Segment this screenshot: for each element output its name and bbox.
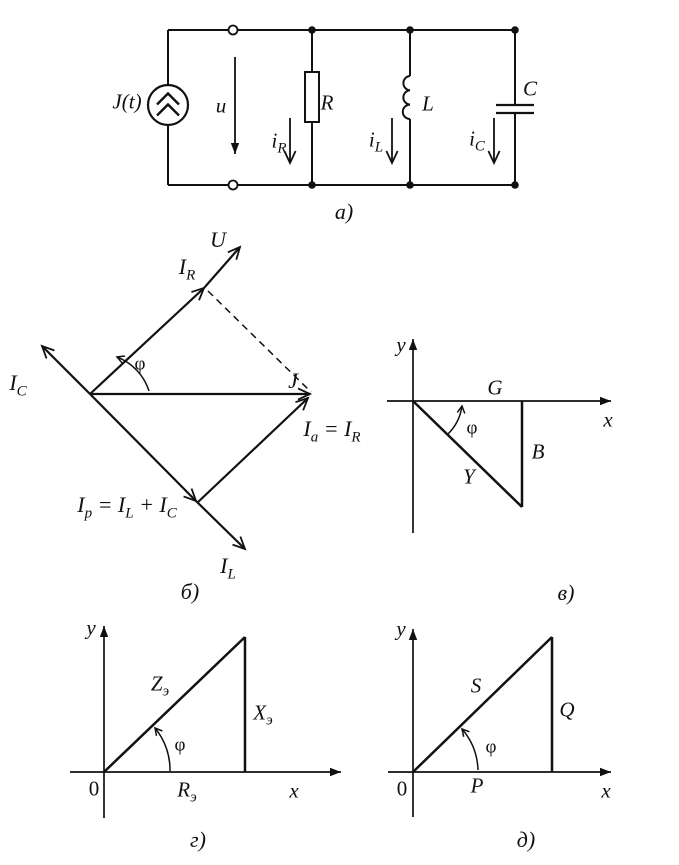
caption-b: б)	[180, 579, 200, 604]
hypotenuse-y	[412, 400, 523, 508]
impedance-x-axis-label: x	[289, 778, 299, 803]
admittance-x-axis-label: x	[603, 407, 613, 432]
terminal-top	[227, 24, 239, 36]
resistor-label: R	[320, 90, 334, 115]
impedance-phi-label: φ	[174, 734, 186, 756]
current-ir-label: iR	[271, 128, 287, 157]
impedance-origin-label: 0	[88, 776, 100, 801]
circuit-diagram	[146, 24, 534, 191]
capacitor-label: C	[522, 76, 538, 101]
active-power-label: P	[470, 773, 484, 798]
impedance-x-side-label: Xэ	[253, 700, 273, 729]
phi-angle-arc	[447, 404, 466, 435]
phasor-ic-label: IC	[9, 370, 27, 400]
power-x-axis-label: x	[601, 778, 611, 803]
current-il-label: iL	[368, 127, 384, 156]
power-triangle-diagram	[388, 629, 611, 817]
phasor-u-label: U	[210, 227, 226, 252]
apparent-power-label: S	[470, 673, 482, 698]
voltage-label: u	[215, 93, 227, 118]
admittance-triangle-diagram	[387, 339, 611, 533]
phasor-il-label: IL	[220, 553, 236, 583]
current-ic-label: iC	[469, 126, 485, 155]
vector-ic	[40, 344, 91, 395]
impedance-y-axis-label: y	[86, 615, 96, 640]
phi-angle-arc	[154, 726, 171, 772]
terminal-bottom	[227, 179, 239, 191]
junction-dots	[308, 26, 519, 189]
conductance-label: G	[487, 375, 503, 400]
susceptance-label: B	[531, 439, 545, 464]
hypotenuse-z	[103, 636, 246, 773]
hypotenuse-s	[412, 636, 553, 773]
phasor-j-label: J	[288, 368, 298, 393]
impedance-r-side-label: Rэ	[177, 777, 197, 806]
inductor-label: L	[422, 91, 434, 116]
phasor-ia-label: Ia = IR	[303, 416, 361, 446]
construction-dashed-line	[207, 290, 312, 393]
admittance-phi-label: φ	[466, 417, 478, 439]
caption-d: д)	[516, 827, 536, 852]
vector-u-inner	[89, 286, 206, 395]
power-origin-label: 0	[396, 776, 408, 801]
power-y-axis-label: y	[396, 616, 406, 641]
vector-ip	[89, 393, 198, 503]
phasor-diagram	[40, 245, 313, 551]
vector-u-outer	[203, 245, 242, 289]
power-phi-label: φ	[485, 736, 497, 758]
phasor-ir-label: IR	[178, 254, 196, 284]
caption-a: а)	[334, 199, 354, 224]
vector-ia	[196, 396, 310, 504]
caption-g: г)	[190, 827, 206, 852]
source-chevron-top	[156, 91, 180, 106]
admittance-label: Y	[463, 464, 475, 489]
source-chevron-bottom	[156, 102, 180, 117]
reactive-power-label: Q	[559, 697, 575, 722]
resistor-symbol	[304, 71, 320, 123]
vector-il	[195, 500, 247, 551]
phasor-ip-label: Ip = IL + IC	[77, 492, 177, 522]
phi-angle-arc	[460, 727, 479, 771]
impedance-triangle-diagram	[70, 626, 341, 818]
phasor-phi-label: φ	[134, 353, 146, 375]
phi-angle-arc	[115, 355, 150, 392]
impedance-z-label: Zэ	[150, 671, 170, 700]
source-label: J(t)	[112, 89, 142, 114]
caption-v: в)	[557, 580, 575, 605]
admittance-y-axis-label: y	[396, 332, 406, 357]
inductor-symbol	[401, 75, 411, 120]
